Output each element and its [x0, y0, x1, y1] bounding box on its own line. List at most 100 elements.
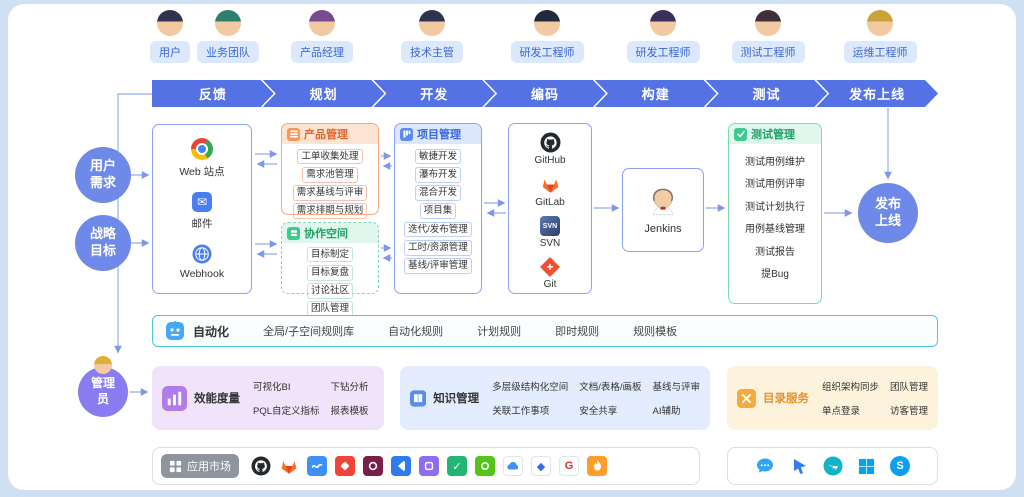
dingtalk-icon — [823, 456, 843, 476]
chrome-icon — [191, 138, 213, 160]
tech-lead-avatar — [419, 10, 445, 36]
svn-icon: SVN — [540, 216, 560, 236]
scm-label: SVN — [539, 238, 561, 249]
project-management-header: 项目管理 — [395, 124, 481, 144]
product-management-header: 产品管理 — [282, 124, 378, 144]
role-dev-engineer-1: 研发工程师 — [499, 10, 595, 63]
role-user: 用户 — [122, 10, 218, 63]
scm-label: GitLab — [535, 197, 565, 208]
channel-label: Webhook — [179, 268, 225, 280]
role-label: 运维工程师 — [843, 41, 917, 63]
metrics-item: 可视化BI — [253, 382, 291, 393]
knowledge-items: 多层级结构化空间 文档/表格/画板 基线与评审 关联工作事项 安全共享 AI辅助 — [492, 379, 700, 417]
metrics-item: 报表模板 — [330, 406, 369, 417]
user-avatar — [157, 10, 183, 36]
directory-item: 单点登录 — [821, 406, 860, 417]
project-item: 混合开发 — [414, 185, 461, 201]
channel-webhook: Webhook — [153, 244, 251, 280]
collab-space-icon — [287, 226, 300, 240]
role-ops-engineer: 运维工程师 — [832, 10, 928, 63]
stage-build: 构建 — [595, 80, 717, 107]
automation-bar: 自动化 全局/子空间规则库 自动化规则 计划规则 即时规则 规则模板 — [152, 315, 938, 347]
testing-item: 测试用例维护 — [745, 156, 805, 168]
project-item: 项目集 — [419, 203, 457, 220]
automation-item: 规则模板 — [633, 326, 678, 338]
directory-item: 团队管理 — [889, 382, 928, 393]
product-item: 需求池管理 — [302, 166, 358, 183]
automation-title: 自动化 — [193, 324, 230, 339]
automation-item: 全局/子空间规则库 — [263, 326, 355, 338]
github-icon — [251, 456, 271, 476]
app-icon-blue-wave — [307, 456, 327, 476]
gitlab-icon — [542, 179, 558, 193]
app-icon-purple — [419, 456, 439, 476]
directory-tools-icon — [737, 388, 756, 408]
role-test-engineer: 测试工程师 — [720, 10, 816, 63]
app-market-bar: 应用市场 ✓ ◆ G — [152, 447, 700, 485]
project-item: 工时/资源管理 — [404, 239, 472, 256]
project-management-title: 项目管理 — [417, 129, 461, 141]
dev-engineer-avatar — [534, 10, 560, 36]
gitlab-icon — [281, 461, 297, 474]
ops-engineer-avatar — [867, 10, 893, 36]
product-management-title: 产品管理 — [304, 129, 348, 141]
strategy-goal-node: 战略目标 — [75, 215, 131, 271]
app-icon-dark-red — [363, 456, 383, 476]
scm-label: GitHub — [534, 155, 566, 166]
test-management-header: 测试管理 — [729, 124, 821, 144]
test-management-icon — [734, 127, 747, 141]
role-label: 研发工程师 — [626, 41, 700, 63]
role-label: 技术主管 — [401, 41, 463, 63]
role-product-manager: 产品经理 — [274, 10, 370, 63]
web-channels-box: Web 站点 ✉ 邮件 Webhook — [152, 124, 252, 294]
role-label: 测试工程师 — [731, 41, 805, 63]
channel-label: Web 站点 — [179, 166, 225, 178]
jenkins-label: Jenkins — [644, 222, 682, 235]
product-item: 工单收集处理 — [297, 148, 363, 165]
collab-space-title: 协作空间 — [304, 228, 348, 240]
directory-items: 组织架构同步 团队管理 单点登录 访客管理 — [822, 379, 928, 417]
role-dev-engineer-2: 研发工程师 — [615, 10, 711, 63]
project-item: 迭代/发布管理 — [404, 221, 472, 238]
collab-item: 目标复盘 — [306, 264, 353, 281]
role-tech-lead: 技术主管 — [384, 10, 480, 63]
directory-title: 目录服务 — [762, 393, 809, 405]
automation-item: 即时规则 — [555, 326, 600, 338]
automation-item: 自动化规则 — [388, 326, 444, 338]
stage-release: 发布上线 — [816, 80, 938, 107]
directory-item: 访客管理 — [889, 406, 928, 417]
knowledge-item: AI辅助 — [652, 406, 681, 417]
testing-item: 提Bug — [761, 269, 789, 280]
gitee-icon: G — [559, 456, 579, 476]
business-team-avatar — [215, 10, 241, 36]
product-management-icon — [287, 127, 300, 141]
role-label: 产品经理 — [291, 41, 353, 63]
channel-web: Web 站点 — [153, 138, 251, 179]
scm-svn: SVN SVN — [509, 216, 591, 249]
integrations-box: S — [727, 447, 938, 485]
metrics-items: 可视化BI 下钻分析 PQL自定义指标 报表模板 — [253, 379, 369, 417]
test-management-title: 测试管理 — [751, 129, 795, 141]
metrics-chart-icon — [162, 385, 187, 411]
vscode-icon — [391, 456, 411, 476]
role-label: 用户 — [150, 41, 190, 63]
app-icon-red-diamond — [335, 456, 355, 476]
source-control-box: GitHub GitLab SVN SVN + Git — [508, 123, 592, 294]
dev-engineer-avatar — [650, 10, 676, 36]
git-icon: + — [540, 257, 560, 277]
channel-label: 邮件 — [191, 218, 213, 230]
github-icon — [540, 132, 560, 153]
metrics-item: PQL自定义指标 — [253, 406, 320, 417]
scm-label: Git — [543, 279, 557, 290]
cursor-icon — [794, 459, 806, 474]
directory-item: 组织架构同步 — [821, 382, 879, 393]
collab-space-header: 协作空间 — [282, 223, 378, 243]
testing-item: 测试计划执行 — [745, 201, 805, 213]
collab-item: 讨论社区 — [306, 283, 353, 299]
product-item: 需求基线与评审 — [292, 185, 368, 201]
jenkins-box: Jenkins — [622, 168, 704, 252]
mail-icon: ✉ — [192, 192, 212, 212]
automation-robot-icon — [166, 321, 184, 340]
stage-feedback: 反馈 — [152, 80, 274, 107]
user-needs-node: 用户需求 — [75, 147, 131, 203]
